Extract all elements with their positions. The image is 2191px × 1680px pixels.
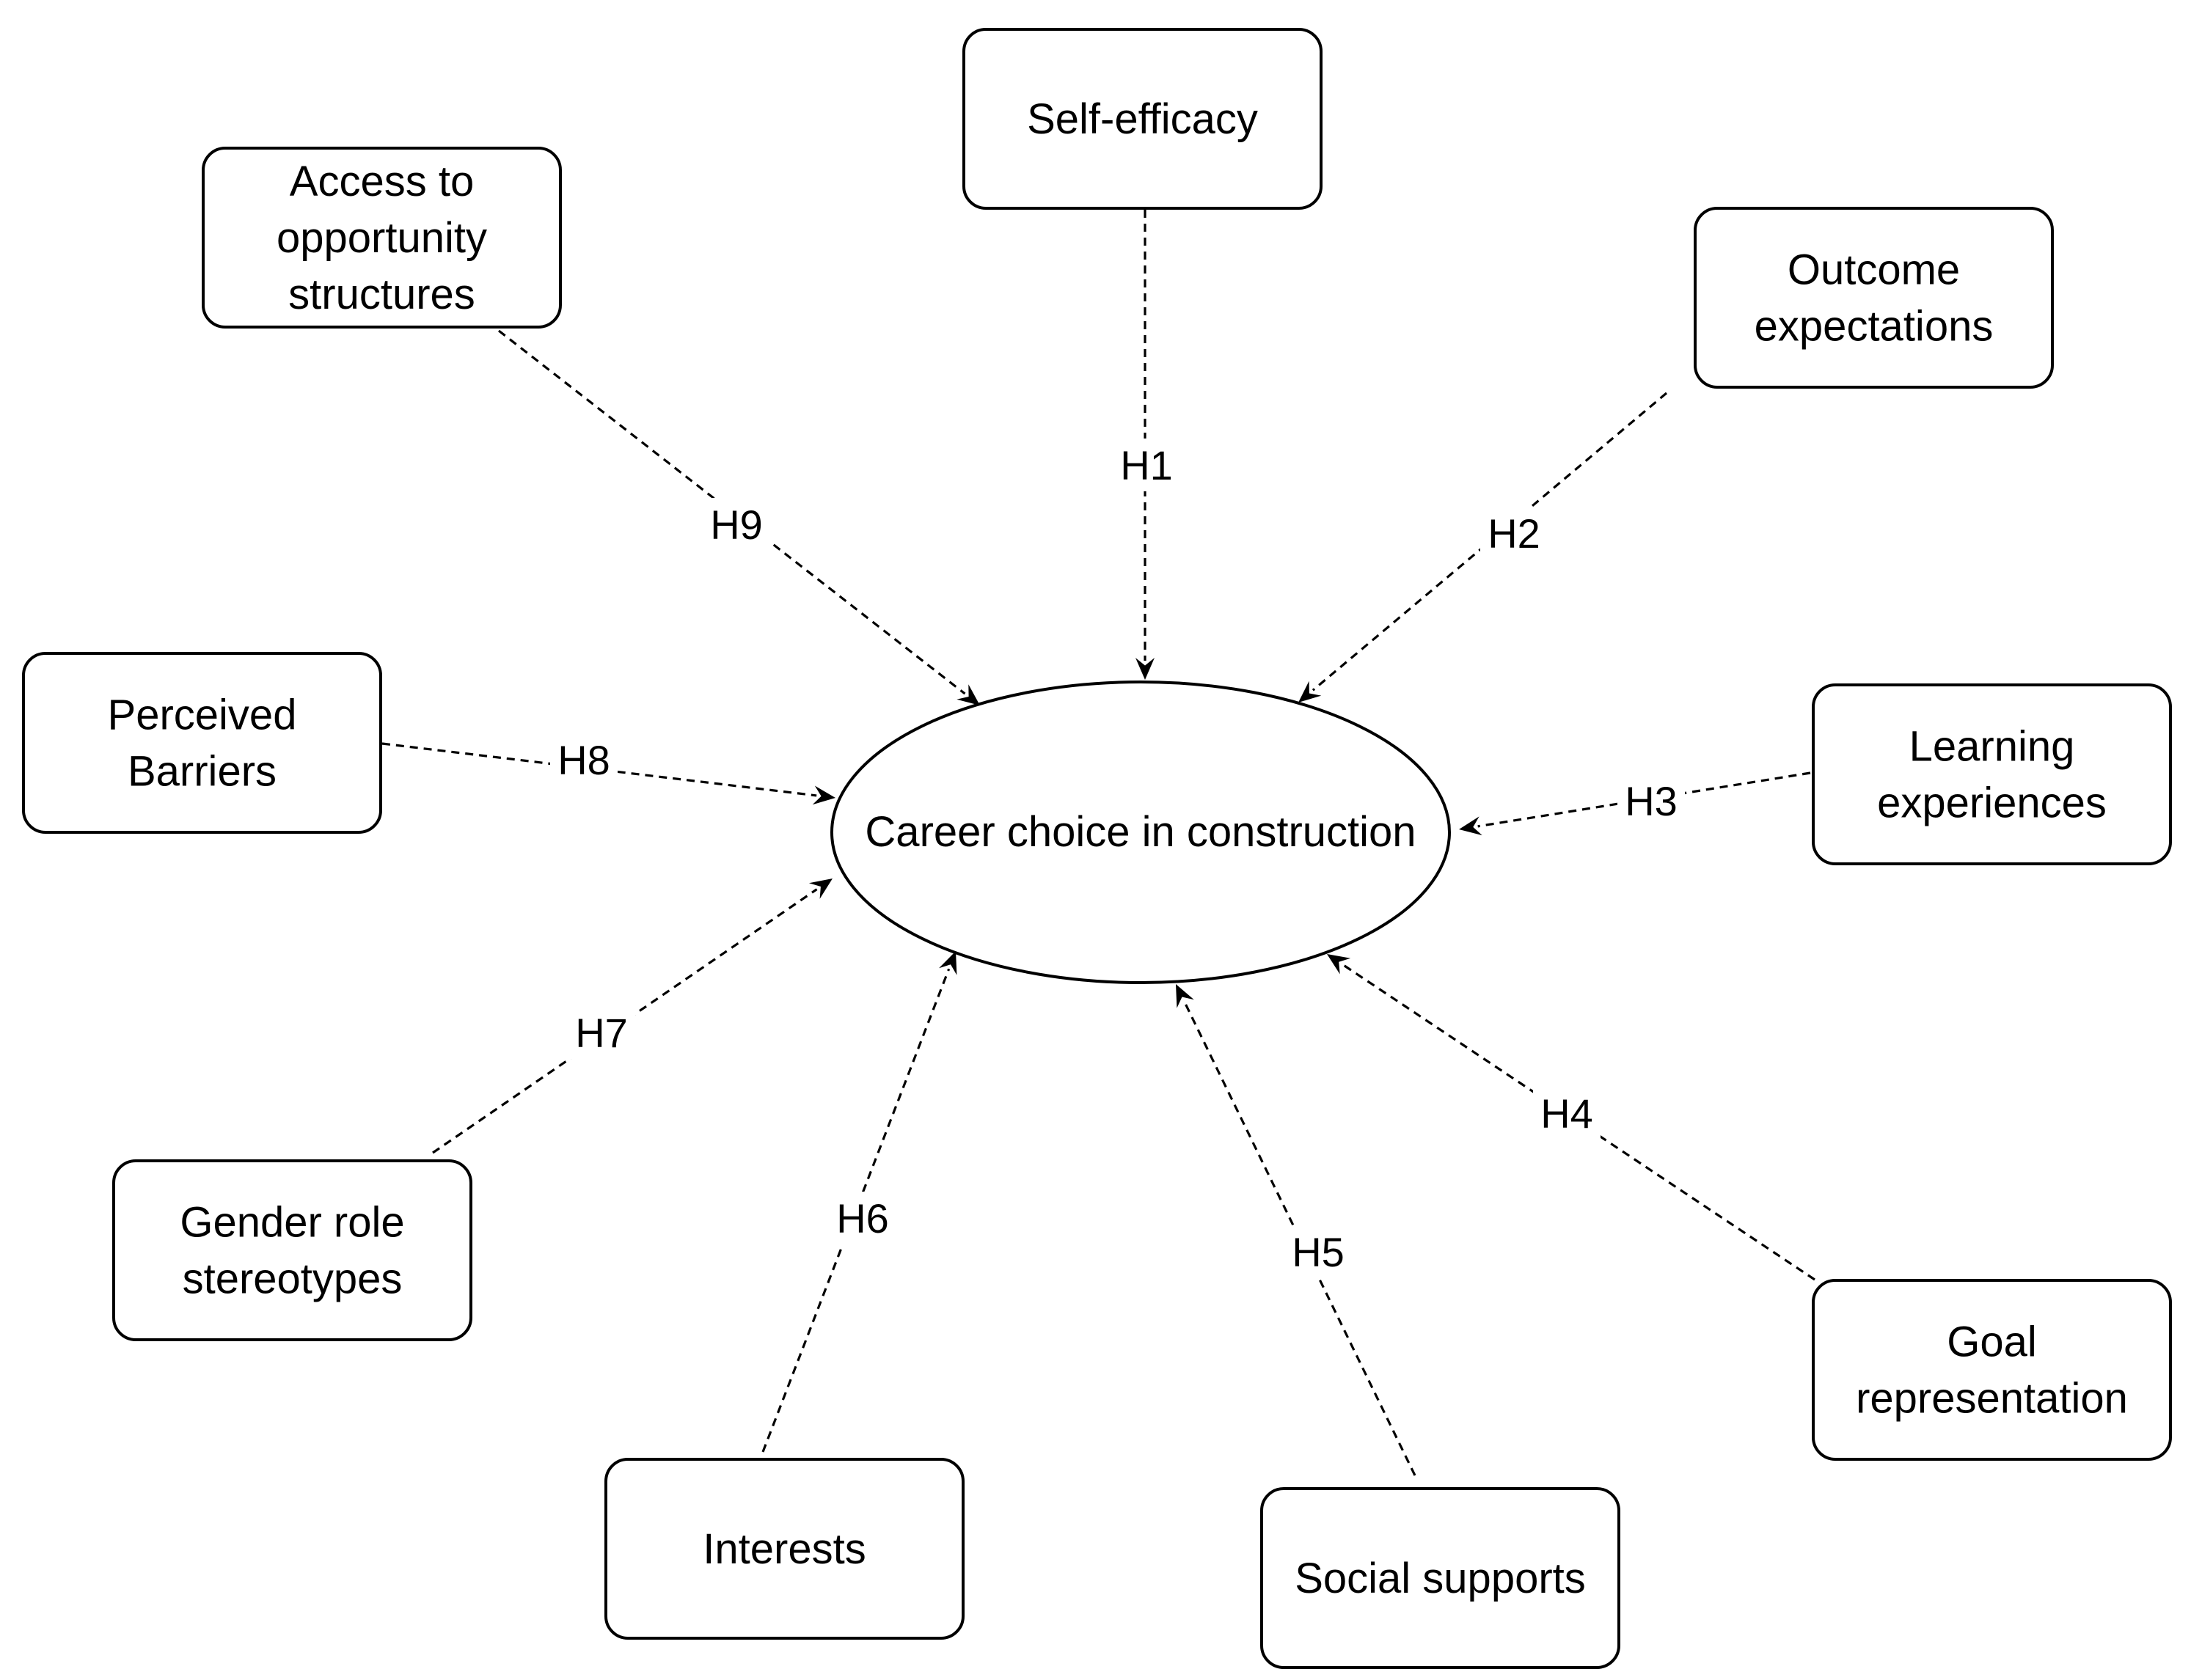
center-node: Career choice in construction — [830, 681, 1451, 984]
edge-label-group: H4 — [1533, 1087, 1601, 1140]
edge-h8 — [381, 742, 835, 805]
node-gender-role-stereotypes: Gender role stereotypes — [112, 1159, 472, 1341]
edge-label-group: H1 — [1113, 439, 1180, 491]
edge-label-background — [703, 498, 770, 551]
node-interests: Interests — [604, 1458, 965, 1640]
node-self-efficacy: Self-efficacy — [962, 28, 1323, 210]
edge-label-group: H6 — [829, 1192, 896, 1244]
edge-label-group: H8 — [550, 733, 618, 786]
edge-label: H4 — [1540, 1090, 1593, 1137]
node-box — [112, 1159, 472, 1341]
center-ellipse — [830, 681, 1451, 984]
node-label-line: Interests — [703, 1525, 866, 1573]
edge-label: H9 — [710, 502, 763, 548]
arrowhead-icon — [1459, 816, 1482, 836]
edge-label-background — [1113, 439, 1180, 491]
edge-line — [432, 888, 818, 1154]
edge-label-background — [829, 1192, 896, 1244]
arrowhead-icon — [808, 878, 833, 899]
node-label-line: opportunity — [277, 214, 487, 262]
edge-h7 — [432, 878, 833, 1154]
edge-h1 — [1135, 210, 1155, 680]
arrowhead-icon — [956, 684, 980, 705]
arrowhead-icon — [1298, 681, 1322, 703]
arrowhead-icon — [1176, 984, 1194, 1008]
edge-label-group: H2 — [1480, 507, 1548, 560]
edge-label-background — [550, 733, 618, 786]
node-label-line: stereotypes — [183, 1255, 403, 1303]
node-label-line: Perceived — [108, 692, 297, 739]
edge-label: H3 — [1625, 778, 1678, 824]
node-box — [1260, 1487, 1620, 1669]
edge-label-background — [1284, 1225, 1352, 1278]
edge-label-background — [568, 1006, 635, 1059]
edge-label-background — [1480, 507, 1548, 560]
node-label-line: structures — [288, 271, 475, 318]
node-label-line: Goal — [1947, 1318, 2037, 1366]
center-label: Career choice in construction — [865, 808, 1416, 856]
node-label-line: Access to — [290, 158, 474, 205]
node-access-to-opportunity-structures: Access to opportunity structures — [202, 147, 562, 329]
edge-label-group: H9 — [703, 498, 770, 551]
arrowhead-icon — [812, 785, 835, 805]
node-box — [962, 28, 1323, 210]
edge-label: H2 — [1488, 510, 1540, 557]
node-label-line: Self-efficacy — [1027, 95, 1258, 143]
edge-label-background — [1533, 1087, 1601, 1140]
node-box — [1812, 1279, 2172, 1461]
node-label-line: Social supports — [1295, 1555, 1586, 1602]
node-box — [604, 1458, 965, 1640]
node-label-line: experiences — [1877, 780, 2107, 827]
edge-label: H1 — [1120, 442, 1173, 488]
node-box — [1694, 207, 2054, 389]
arrowhead-icon — [1135, 658, 1155, 680]
edge-label-background — [1617, 774, 1685, 827]
edge-label: H6 — [836, 1195, 889, 1241]
node-label-line: representation — [1856, 1375, 2128, 1423]
arrowhead-icon — [1327, 954, 1351, 975]
edge-label: H7 — [575, 1010, 628, 1056]
node-label-line: Learning — [1909, 723, 2075, 771]
node-label-line: Gender role — [180, 1199, 404, 1247]
node-box — [22, 652, 382, 834]
edge-line — [1182, 1000, 1416, 1476]
edge-label: H5 — [1292, 1229, 1345, 1275]
edge-h5 — [1176, 984, 1416, 1476]
node-box — [202, 147, 562, 329]
node-learning-experiences: Learning experiences — [1812, 683, 2172, 865]
node-label-line: Barriers — [128, 748, 277, 796]
edge-label-group: H5 — [1284, 1225, 1352, 1278]
edge-label-group: H7 — [568, 1006, 635, 1059]
node-social-supports: Social supports — [1260, 1487, 1620, 1669]
arrowhead-icon — [939, 951, 957, 975]
node-box — [1812, 683, 2172, 865]
node-label-line: Outcome — [1788, 246, 1960, 294]
node-outcome-expectations: Outcome expectations — [1694, 207, 2054, 389]
edge-label: H8 — [557, 737, 610, 783]
edge-label-group: H3 — [1617, 774, 1685, 827]
node-label-line: expectations — [1755, 303, 1994, 351]
edge-line — [381, 742, 817, 797]
node-goal-representation: Goal representation — [1812, 1279, 2172, 1461]
